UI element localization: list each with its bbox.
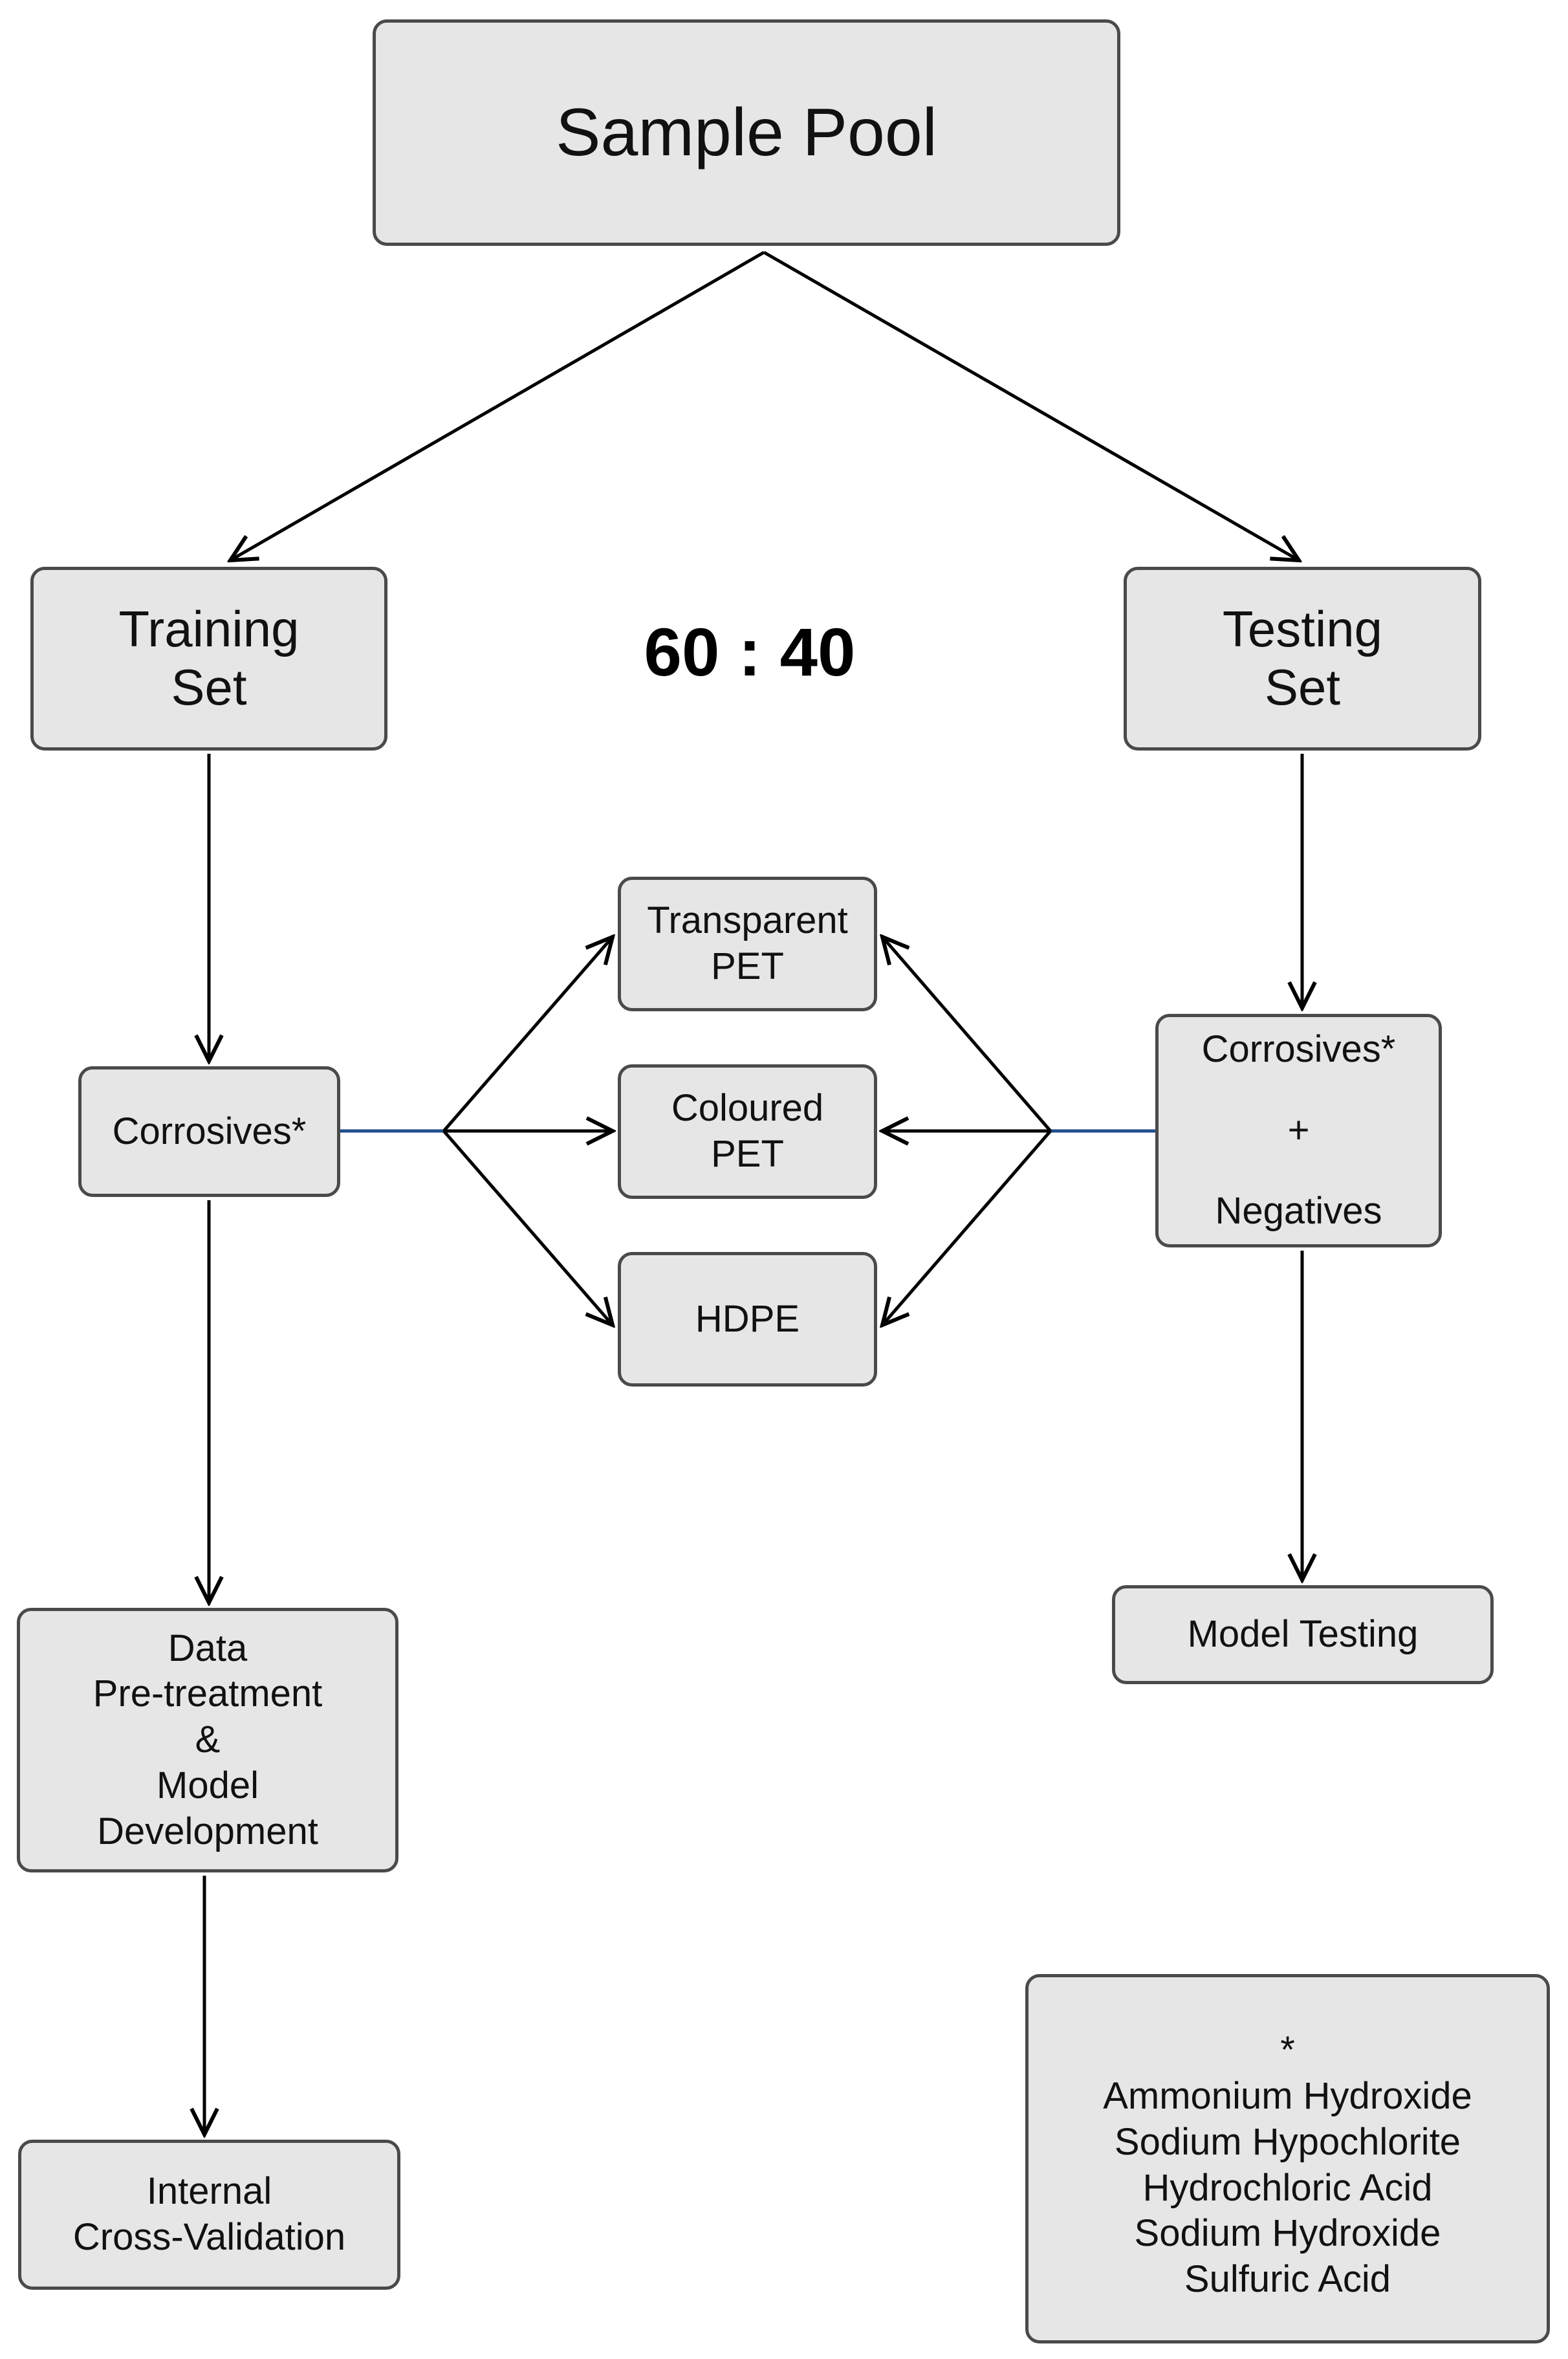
footnote-corrosives-legend-box: * Ammonium Hydroxide Sodium Hypochlorite… xyxy=(1025,1974,1550,2343)
corrosives-negatives-testing-box: Corrosives* + Negatives xyxy=(1155,1014,1442,1247)
plus-sign: + xyxy=(1287,1109,1310,1152)
internal-cross-validation-line-1: Internal xyxy=(146,2170,272,2213)
transparent-pet-label-line-1: Transparent xyxy=(647,899,848,942)
negatives-label: Negatives xyxy=(1215,1190,1382,1233)
internal-cross-validation-box: Internal Cross-Validation xyxy=(18,2140,400,2290)
split-ratio-label: 60 : 40 xyxy=(644,615,856,690)
footnote-item: Sulfuric Acid xyxy=(1184,2258,1391,2300)
coloured-pet-label-line-2: PET xyxy=(711,1133,784,1175)
arrow-pool-to-testing xyxy=(763,250,1299,560)
footnote-item: Sodium Hypochlorite xyxy=(1114,2120,1461,2163)
coloured-pet-label-line-1: Coloured xyxy=(671,1087,824,1130)
data-pretreatment-line-1: Data xyxy=(168,1627,248,1669)
hdpe-label: HDPE xyxy=(695,1297,800,1340)
hdpe-box: HDPE xyxy=(618,1252,877,1387)
footnote-item: Sodium Hydroxide xyxy=(1134,2212,1441,2255)
testing-set-box: Testing Set xyxy=(1124,567,1481,751)
training-set-box: Training Set xyxy=(30,567,387,751)
transparent-pet-box: Transparent PET xyxy=(618,877,877,1011)
sample-pool-label: Sample Pool xyxy=(556,94,937,170)
model-testing-label: Model Testing xyxy=(1187,1613,1419,1656)
coloured-pet-box: Coloured PET xyxy=(618,1064,877,1199)
testing-set-label-line-1: Testing xyxy=(1222,600,1383,658)
corrosives-training-box: Corrosives* xyxy=(78,1066,340,1197)
training-set-label-line-1: Training xyxy=(118,600,299,658)
arrow-left-to-transparent-pet xyxy=(442,937,613,1132)
arrow-right-to-hdpe xyxy=(882,1130,1052,1325)
training-set-label-line-2: Set xyxy=(171,659,247,716)
arrow-left-to-hdpe xyxy=(442,1130,613,1325)
arrow-pool-to-training xyxy=(230,250,765,560)
corrosives-training-label: Corrosives* xyxy=(112,1110,307,1152)
footnote-asterisk: * xyxy=(1280,2029,1295,2072)
data-pretreatment-line-3: & xyxy=(195,1718,221,1761)
internal-cross-validation-line-2: Cross-Validation xyxy=(72,2216,346,2258)
sample-pool-box: Sample Pool xyxy=(373,19,1120,246)
testing-set-label-line-2: Set xyxy=(1264,659,1341,716)
model-testing-box: Model Testing xyxy=(1112,1585,1494,1684)
corrosives-testing-label: Corrosives* xyxy=(1201,1028,1396,1070)
footnote-item: Hydrochloric Acid xyxy=(1142,2166,1433,2209)
data-pretreatment-line-4: Model xyxy=(157,1764,259,1806)
data-pretreatment-line-5: Development xyxy=(97,1810,318,1852)
data-pretreatment-model-development-box: Data Pre-treatment & Model Development xyxy=(17,1608,398,1872)
footnote-item: Ammonium Hydroxide xyxy=(1103,2075,1472,2117)
transparent-pet-label-line-2: PET xyxy=(711,945,784,987)
arrow-right-to-transparent-pet xyxy=(882,937,1052,1132)
data-pretreatment-line-2: Pre-treatment xyxy=(93,1673,323,1715)
